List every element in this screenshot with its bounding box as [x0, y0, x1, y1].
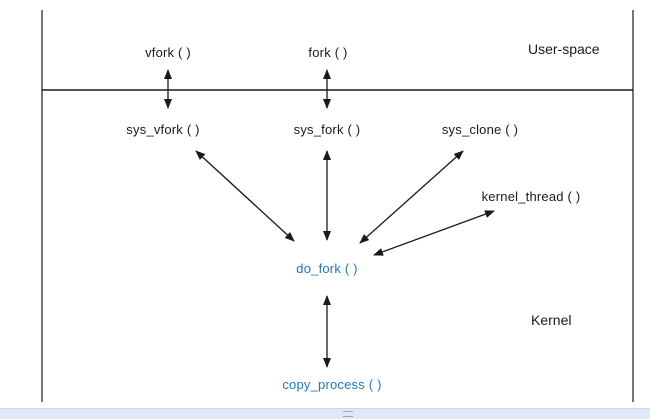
arrow-kernel-thread-do-fork [373, 210, 495, 256]
node-sys-fork: sys_fork ( ) [293, 122, 361, 137]
user-space-label: User-space [528, 41, 600, 57]
node-sys-vfork: sys_vfork ( ) [126, 122, 200, 137]
node-do-fork: do_fork ( ) [296, 261, 358, 276]
node-copy-process: copy_process ( ) [282, 377, 382, 392]
bottom-scroll-bar[interactable] [0, 408, 650, 419]
grip-icon[interactable] [343, 411, 353, 417]
arrow-sys-clone-do-fork [359, 150, 464, 244]
node-sys-clone: sys_clone ( ) [441, 122, 519, 137]
node-vfork: vfork ( ) [145, 45, 191, 60]
node-kernel-thread: kernel_thread ( ) [481, 189, 581, 204]
kernel-label: Kernel [531, 312, 572, 328]
arrow-sys-vfork-do-fork [195, 150, 295, 242]
node-fork: fork ( ) [308, 45, 348, 60]
